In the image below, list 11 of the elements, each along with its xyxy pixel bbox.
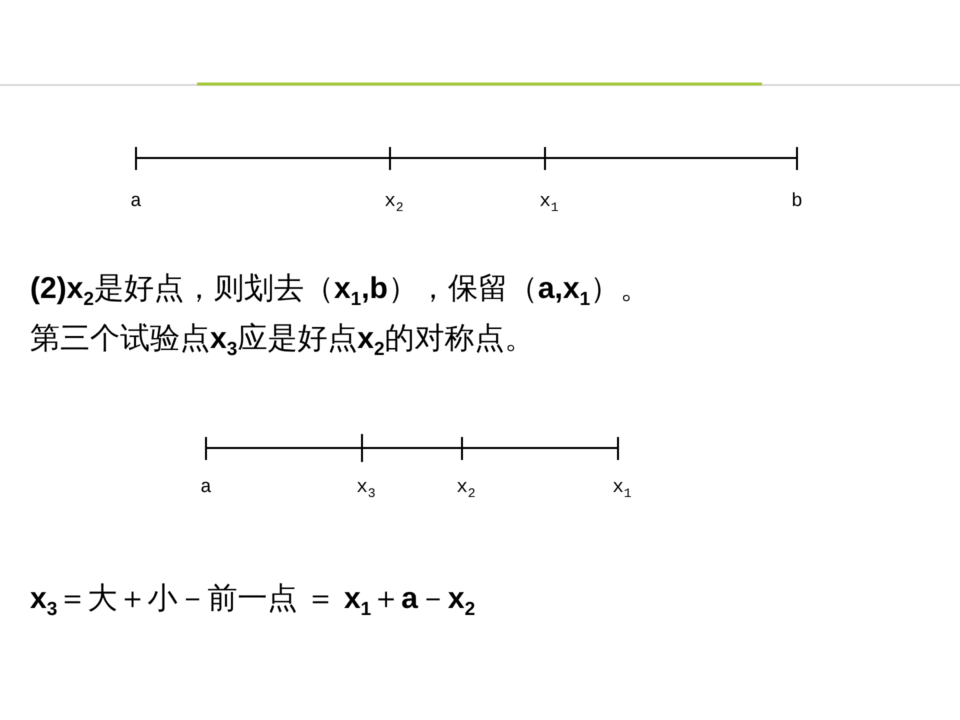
explanation-text: 第三个试验点x$_{3}$应是好点x$_{2}$的对称点。 <box>30 321 535 361</box>
tick-label: b <box>791 190 803 212</box>
tick-label: a <box>200 476 212 498</box>
tick-label: x$_{3}$ <box>356 476 376 501</box>
tick-label: x$_{2}$ <box>384 190 404 215</box>
tick-label: a <box>130 190 142 212</box>
explanation-text: (2)x$_{2}$是好点，则划去（x$_{1}$,b），保留（a,x$_{1}$）。 <box>30 271 650 311</box>
tick-label: x$_{1}$ <box>612 476 632 501</box>
formula: x$_{3}$＝大＋小－前一点 ＝ x$_{1}$＋a－x$_{2}$ <box>30 581 476 621</box>
tick-label: x$_{1}$ <box>539 190 559 215</box>
tick-label: x$_{2}$ <box>456 476 476 501</box>
